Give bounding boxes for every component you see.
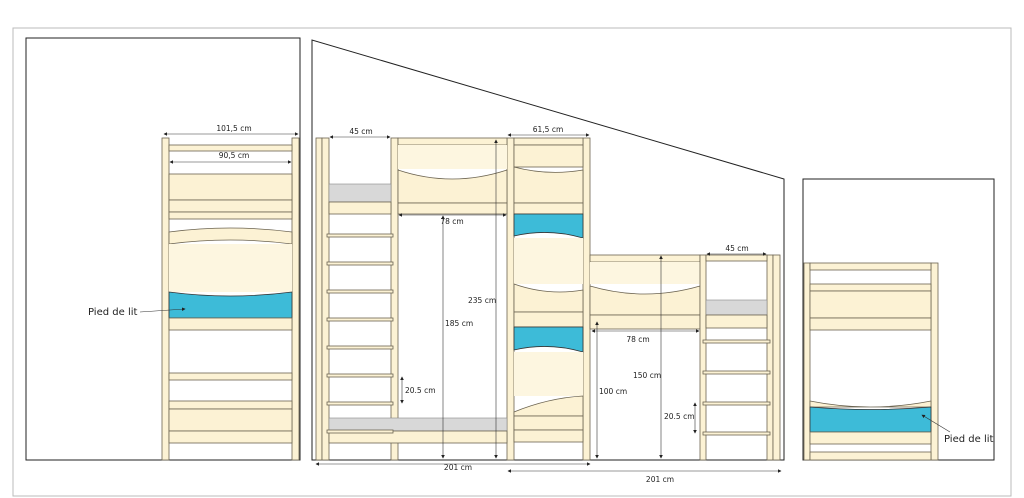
front-view: 45 cm 61,5 cm 78 cm 235 cm 185 cm 20.5 c… [311, 39, 785, 484]
dim-61-5: 61,5 cm [533, 125, 564, 134]
dim-45-top: 45 cm [349, 127, 372, 136]
left-post-left [161, 137, 170, 461]
dim-45-right: 45 cm [725, 244, 748, 253]
dim-90-5: 90,5 cm [219, 151, 250, 160]
left-side-view: 101,5 cm 90,5 cm Pied de lit [25, 37, 301, 461]
dim-78-right: 78 cm [626, 335, 649, 344]
right-gray-mattress [705, 299, 768, 316]
right-mattress [809, 406, 932, 433]
top-gray-mattress [328, 183, 392, 203]
sloped-room-outline [311, 39, 785, 461]
sheet-border [12, 27, 1012, 497]
right-ladder [702, 339, 771, 436]
left-ladder [326, 233, 394, 434]
left-mattress [168, 291, 293, 319]
right-side-view: Pied de lit [802, 178, 995, 461]
dim-101-5: 101,5 cm [216, 124, 251, 133]
dim-185: 185 cm [445, 319, 473, 328]
dim-201-upper: 201 cm [444, 463, 472, 472]
dim-78-top: 78 cm [440, 217, 463, 226]
dim-20-5-right: 20.5 cm [664, 412, 695, 421]
upper-blue-mattress [513, 213, 584, 239]
label-pied-de-lit-right: Pied de lit [944, 434, 994, 445]
dim-20-5-left: 20.5 cm [405, 386, 436, 395]
dim-100: 100 cm [599, 387, 627, 396]
label-pied-de-lit-left: Pied de lit [88, 307, 138, 318]
dim-201-lower: 201 cm [646, 475, 674, 484]
left-post-right [291, 137, 300, 461]
dim-150: 150 cm [633, 371, 661, 380]
middle-blue-mattress [513, 326, 584, 353]
bottom-gray-mattress [328, 417, 508, 432]
dim-235: 235 cm [468, 296, 496, 305]
